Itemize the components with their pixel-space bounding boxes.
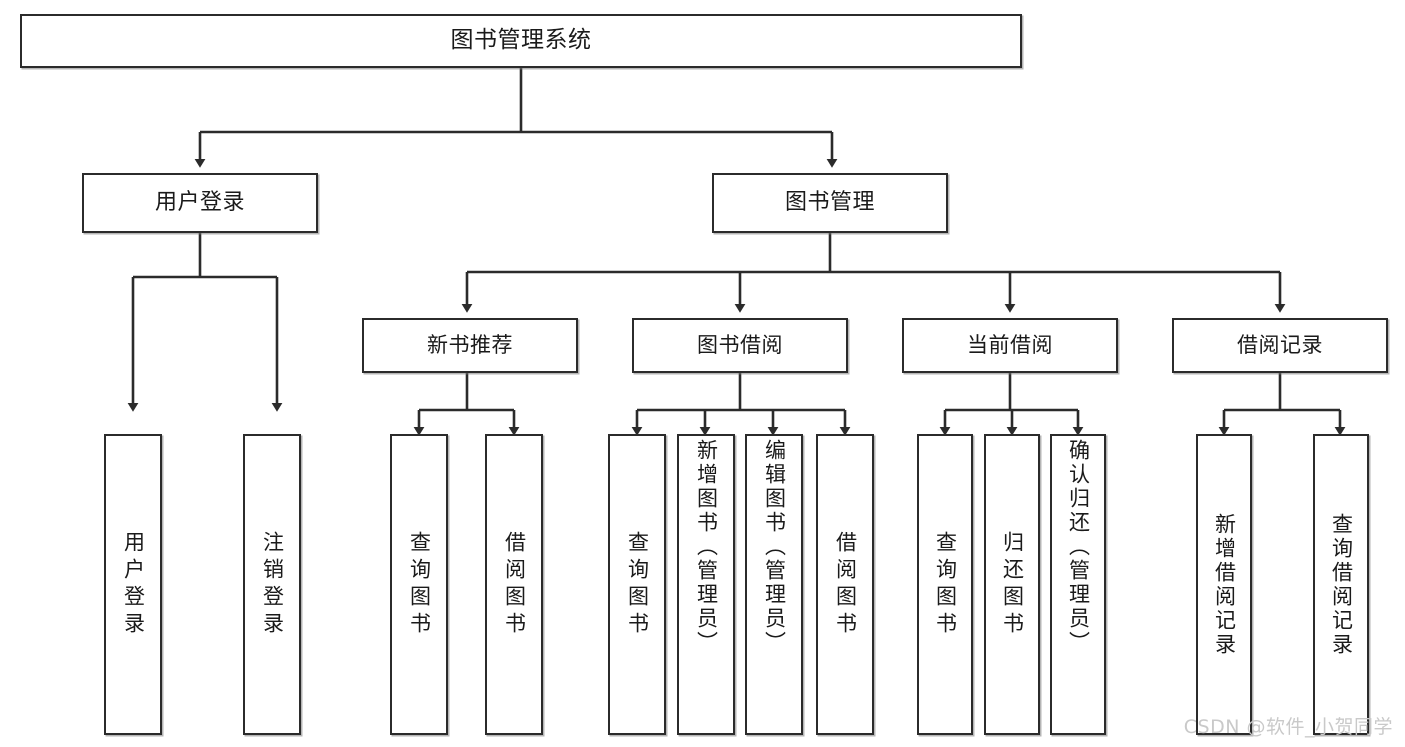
node-book-borrow-label: 图书借阅 <box>697 333 783 358</box>
node-leaf-query-book-3-label: 查询图书 <box>933 530 958 639</box>
node-leaf-confirm-return-admin-label: 确认归还（管理员） <box>1066 439 1091 655</box>
node-leaf-query-book-3[interactable]: 查询图书 <box>917 434 973 735</box>
node-root-label: 图书管理系统 <box>450 27 592 54</box>
node-user-login-label: 用户登录 <box>154 190 245 216</box>
node-leaf-borrow-book-1[interactable]: 借阅图书 <box>485 434 543 735</box>
node-book-manage[interactable]: 图书管理 <box>712 173 948 233</box>
node-leaf-borrow-book-1-label: 借阅图书 <box>502 530 527 639</box>
node-leaf-return-book-label: 归还图书 <box>1000 530 1025 639</box>
node-leaf-add-book-admin-label: 新增图书（管理员） <box>694 439 719 655</box>
node-new-book-recommend-label: 新书推荐 <box>427 333 513 358</box>
node-leaf-user-login-label: 用户登录 <box>121 530 146 639</box>
node-leaf-add-borrow-record[interactable]: 新增借阅记录 <box>1196 434 1252 735</box>
node-root[interactable]: 图书管理系统 <box>20 14 1022 68</box>
node-leaf-query-book-2[interactable]: 查询图书 <box>608 434 666 735</box>
node-leaf-confirm-return-admin[interactable]: 确认归还（管理员） <box>1050 434 1106 735</box>
node-borrow-record-label: 借阅记录 <box>1237 333 1323 358</box>
node-leaf-user-login[interactable]: 用户登录 <box>104 434 162 735</box>
node-leaf-add-borrow-record-label: 新增借阅记录 <box>1212 512 1237 657</box>
node-leaf-logout[interactable]: 注销登录 <box>243 434 301 735</box>
node-leaf-edit-book-admin-label: 编辑图书（管理员） <box>762 439 787 655</box>
node-borrow-record[interactable]: 借阅记录 <box>1172 318 1388 373</box>
node-book-manage-label: 图书管理 <box>784 190 875 216</box>
node-leaf-query-book-1-label: 查询图书 <box>407 530 432 639</box>
watermark-text: CSDN @软件_小贺同学 <box>1183 716 1393 738</box>
node-leaf-query-borrow-record-label: 查询借阅记录 <box>1329 512 1354 657</box>
node-leaf-return-book[interactable]: 归还图书 <box>984 434 1040 735</box>
node-leaf-add-book-admin[interactable]: 新增图书（管理员） <box>677 434 735 735</box>
node-new-book-recommend[interactable]: 新书推荐 <box>362 318 578 373</box>
node-leaf-borrow-book-2-label: 借阅图书 <box>833 530 858 639</box>
node-leaf-query-borrow-record[interactable]: 查询借阅记录 <box>1313 434 1369 735</box>
node-leaf-query-book-2-label: 查询图书 <box>625 530 650 639</box>
node-user-login[interactable]: 用户登录 <box>82 173 318 233</box>
node-leaf-edit-book-admin[interactable]: 编辑图书（管理员） <box>745 434 803 735</box>
node-leaf-logout-label: 注销登录 <box>260 530 285 639</box>
node-book-borrow[interactable]: 图书借阅 <box>632 318 848 373</box>
node-current-borrow[interactable]: 当前借阅 <box>902 318 1118 373</box>
node-leaf-query-book-1[interactable]: 查询图书 <box>390 434 448 735</box>
node-current-borrow-label: 当前借阅 <box>967 333 1053 358</box>
node-leaf-borrow-book-2[interactable]: 借阅图书 <box>816 434 874 735</box>
